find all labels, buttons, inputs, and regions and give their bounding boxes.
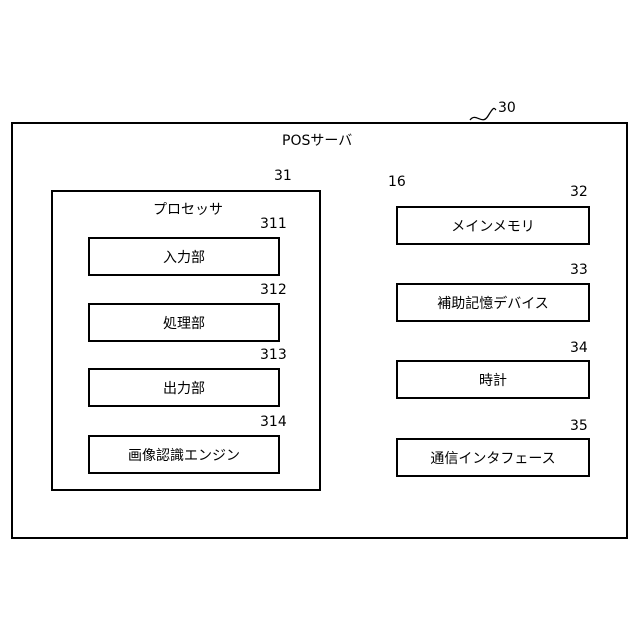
main-memory-label: メインメモリ <box>451 216 535 236</box>
main-memory-box: メインメモリ <box>396 206 590 245</box>
input-unit: 入力部 <box>88 237 280 276</box>
ref-34: 34 <box>570 340 588 356</box>
comm-interface-box: 通信インタフェース <box>396 438 590 477</box>
aux-storage-box: 補助記憶デバイス <box>396 283 590 322</box>
ref-312: 312 <box>260 282 287 298</box>
image-recognition-engine-label: 画像認識エンジン <box>128 445 240 465</box>
input-unit-label: 入力部 <box>163 247 205 267</box>
ref-31: 31 <box>274 168 292 184</box>
comm-interface-label: 通信インタフェース <box>430 448 555 468</box>
processing-unit-label: 処理部 <box>163 313 205 333</box>
ref-33: 33 <box>570 262 588 278</box>
ref-16: 16 <box>388 174 406 190</box>
aux-storage-label: 補助記憶デバイス <box>437 293 549 313</box>
output-unit-label: 出力部 <box>163 378 205 398</box>
output-unit: 出力部 <box>88 368 280 407</box>
ref-311: 311 <box>260 216 287 232</box>
pos-server-title: POSサーバ <box>282 130 352 150</box>
clock-box: 時計 <box>396 360 590 399</box>
ref-35: 35 <box>570 418 588 434</box>
processing-unit: 処理部 <box>88 303 280 342</box>
image-recognition-engine: 画像認識エンジン <box>88 435 280 474</box>
ref-30: 30 <box>498 100 516 116</box>
leader-30 <box>470 108 496 120</box>
ref-313: 313 <box>260 347 287 363</box>
clock-label: 時計 <box>479 370 507 390</box>
ref-32: 32 <box>570 184 588 200</box>
ref-314: 314 <box>260 414 287 430</box>
processor-title: プロセッサ <box>153 199 223 219</box>
